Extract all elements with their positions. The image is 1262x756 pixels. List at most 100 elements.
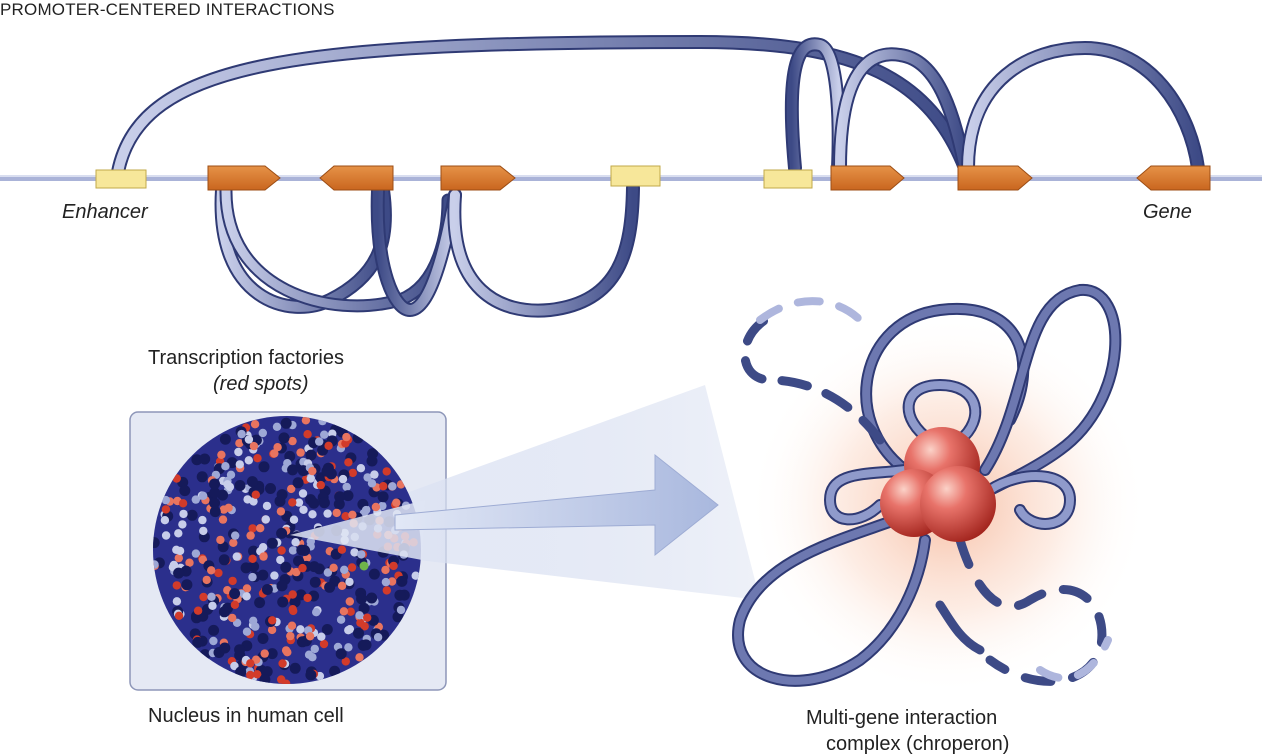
nucleus-speckle bbox=[342, 490, 354, 502]
nucleus-speckle bbox=[193, 606, 203, 615]
gene-label: Gene bbox=[1143, 201, 1192, 223]
nucleus-speckle bbox=[209, 497, 221, 509]
nucleus-speckle bbox=[219, 433, 231, 445]
nucleus-speckle bbox=[341, 512, 350, 521]
nucleus-speckle bbox=[226, 470, 236, 479]
nucleus-speckle bbox=[254, 597, 266, 609]
nucleus-speckle bbox=[262, 501, 272, 511]
nucleus-speckle bbox=[232, 552, 241, 561]
nucleus-speckle bbox=[291, 538, 300, 547]
nucleus-speckle bbox=[249, 441, 259, 451]
nucleus-speckle bbox=[209, 636, 218, 646]
nucleus-speckle bbox=[218, 606, 230, 618]
nucleus-speckle bbox=[345, 577, 354, 587]
nucleus-speckle bbox=[367, 479, 377, 488]
nucleus-speckle bbox=[337, 581, 347, 590]
nucleus-speckle bbox=[259, 552, 268, 561]
nucleus-speckle bbox=[341, 657, 350, 666]
nucleus-speckle bbox=[324, 581, 336, 593]
gene-arrow bbox=[957, 165, 1033, 191]
nucleus-speckle bbox=[282, 679, 291, 684]
nucleus-speckle bbox=[336, 615, 346, 624]
nucleus-speckle bbox=[280, 417, 292, 429]
nucleus-speckle bbox=[377, 491, 389, 503]
nucleus-speckle bbox=[272, 422, 282, 431]
nucleus-speckle bbox=[256, 524, 265, 533]
nucleus-speckle bbox=[288, 605, 297, 614]
nucleus-speckle bbox=[363, 473, 372, 482]
nucleus-speckle bbox=[248, 545, 259, 557]
nucleus-speckle bbox=[248, 554, 257, 563]
gene-arrows bbox=[207, 165, 1211, 191]
nucleus bbox=[153, 416, 425, 684]
nucleus-speckle bbox=[235, 439, 244, 448]
nucleus-speckle bbox=[320, 430, 329, 439]
nucleus-speckle bbox=[276, 489, 288, 501]
nucleus-speckle bbox=[317, 632, 326, 641]
nucleus-speckle bbox=[199, 592, 208, 602]
nucleus-speckle bbox=[363, 613, 372, 622]
nucleus-speckle bbox=[276, 507, 286, 516]
nucleus-speckle bbox=[329, 665, 341, 677]
nucleus-speckle bbox=[357, 550, 366, 559]
nucleus-speckle bbox=[244, 435, 254, 444]
nucleus-speckle bbox=[342, 432, 351, 442]
gene-arrow bbox=[830, 165, 905, 191]
nucleus-speckle bbox=[278, 659, 287, 668]
nucleus-speckle bbox=[199, 453, 211, 465]
nucleus-speckle bbox=[267, 625, 277, 635]
nucleus-speckle bbox=[356, 593, 368, 605]
nucleus-speckle bbox=[321, 624, 333, 635]
gene-arrow bbox=[319, 165, 394, 191]
nucleus-speckle bbox=[234, 480, 246, 491]
nucleus-speckle bbox=[288, 498, 297, 507]
nucleus-speckle bbox=[356, 464, 366, 473]
nucleus-speckle bbox=[234, 644, 246, 656]
nucleus-speckle bbox=[304, 650, 314, 659]
nucleus-speckle bbox=[161, 505, 171, 514]
nucleus-speckle bbox=[306, 474, 315, 483]
nucleus-speckle bbox=[246, 531, 255, 540]
nucleus-speckle bbox=[257, 633, 269, 644]
nucleus-speckle bbox=[305, 669, 317, 681]
nucleus-speckle bbox=[373, 633, 383, 642]
nucleus-speckle bbox=[335, 648, 347, 660]
nucleus-speckle bbox=[308, 561, 320, 573]
nucleus-speckle bbox=[392, 498, 401, 507]
nucleus-speckle bbox=[207, 592, 216, 601]
nucleus-speckle bbox=[288, 436, 297, 446]
nucleus-speckle bbox=[319, 639, 329, 649]
nucleus-speckle bbox=[224, 503, 233, 512]
nucleus-speckle bbox=[281, 646, 291, 655]
nucleus-speckle bbox=[289, 515, 299, 524]
upper-loops bbox=[111, 34, 1205, 179]
nucleus-speckle bbox=[358, 602, 370, 614]
nucleus-speckle bbox=[293, 555, 304, 567]
nucleus-speckle bbox=[153, 560, 159, 569]
nucleus-speckle bbox=[258, 428, 267, 438]
nucleus-speckle bbox=[225, 482, 235, 492]
nucleus-speckle bbox=[207, 566, 216, 575]
nucleus-speckle bbox=[292, 477, 304, 489]
nucleus-speckle bbox=[209, 506, 221, 518]
nucleus-speckle bbox=[332, 508, 341, 518]
nucleus-speckle bbox=[229, 588, 241, 600]
nucleus-label: Nucleus in human cell bbox=[148, 705, 344, 727]
nucleus-speckle bbox=[198, 515, 207, 525]
nucleus-speckle bbox=[411, 571, 420, 580]
nucleus-speckle bbox=[208, 624, 220, 636]
nucleus-speckle bbox=[286, 631, 295, 641]
nucleus-speckle bbox=[178, 520, 187, 529]
red-spots-label: (red spots) bbox=[213, 373, 309, 395]
nucleus-speckle bbox=[309, 576, 321, 588]
nucleus-speckle bbox=[277, 596, 289, 608]
nucleus-speckle bbox=[389, 561, 398, 571]
nucleus-speckle bbox=[344, 643, 353, 652]
nucleus-speckle bbox=[339, 607, 349, 616]
nucleus-speckle bbox=[305, 449, 317, 461]
nucleus-speckle bbox=[299, 505, 308, 514]
nucleus-speckle bbox=[261, 584, 273, 595]
nucleus-speckle bbox=[248, 572, 257, 582]
nucleus-speckle bbox=[296, 448, 305, 457]
nucleus-speckle bbox=[258, 543, 268, 552]
